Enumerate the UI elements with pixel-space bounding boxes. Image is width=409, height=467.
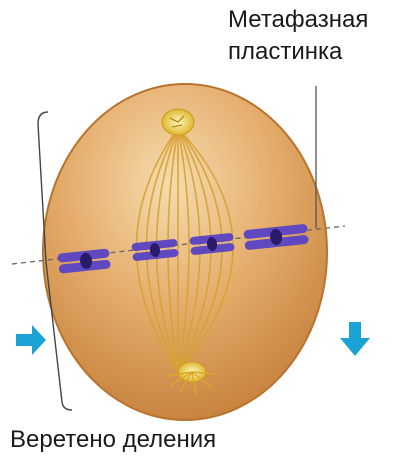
metaphase-plate-label-line1: Метафазная bbox=[228, 4, 368, 36]
arrow-right-icon bbox=[16, 325, 46, 355]
metaphase-plate-label: Метафазная пластинка bbox=[228, 4, 368, 68]
centrosome-top bbox=[162, 109, 194, 135]
spindle-label: Веретено деления bbox=[10, 424, 216, 456]
arrow-down-icon bbox=[340, 322, 370, 356]
metaphase-plate-label-line2: пластинка bbox=[228, 36, 368, 68]
